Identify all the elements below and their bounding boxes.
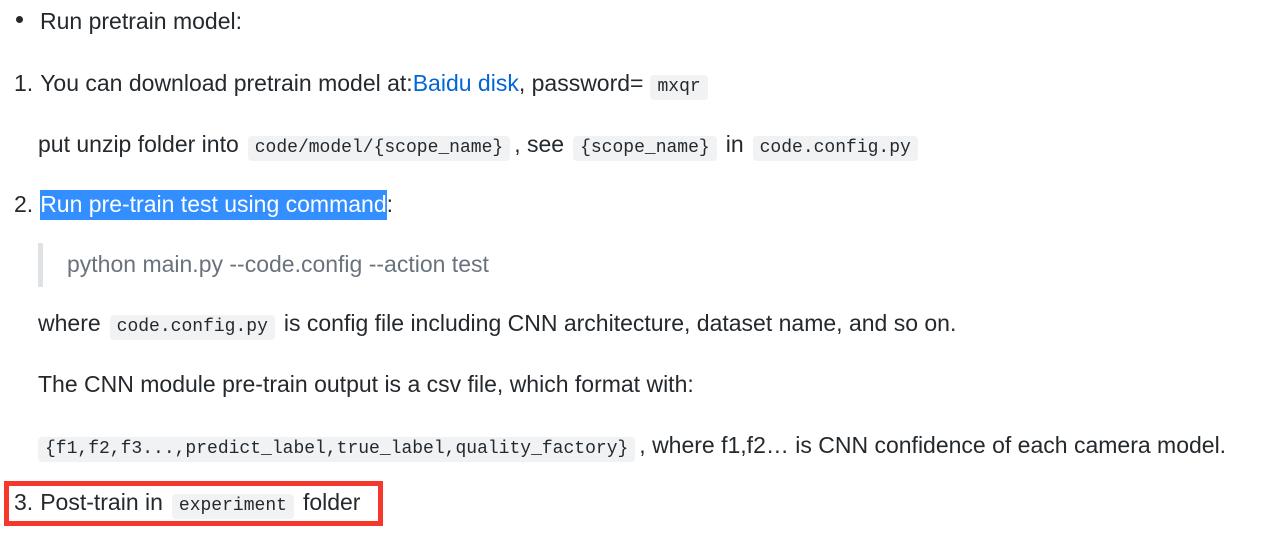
- blockquote-command-text: python main.py --code.config --action te…: [67, 251, 489, 277]
- where-text-part-1: where: [38, 310, 101, 336]
- code-badge-experiment: experiment: [171, 494, 294, 519]
- blockquote-command: python main.py --code.config --action te…: [38, 243, 489, 287]
- ordered-list-item-1: 1. You can download pretrain model at: B…: [14, 70, 708, 100]
- unzip-text-part-2: , see: [514, 131, 565, 157]
- baidu-disk-link[interactable]: Baidu disk: [412, 70, 519, 96]
- step-1-lead-text: You can download pretrain model at:: [40, 70, 413, 96]
- ordered-list-item-2: 2. Run pre-train test using command :: [14, 190, 393, 220]
- step-3-before-code: Post-train in: [40, 489, 163, 515]
- paragraph-csv-output: The CNN module pre-train output is a csv…: [38, 371, 694, 398]
- code-badge-model-path: code/model/{scope_name}: [247, 136, 511, 161]
- paragraph-csv-format: {f1,f2,f3...,predict_label,true_label,qu…: [38, 432, 1226, 462]
- list-number-3: 3.: [14, 489, 34, 515]
- step-1-after-link-text: , password=: [518, 70, 644, 96]
- code-badge-scope-name: {scope_name}: [573, 136, 717, 161]
- list-number-2: 2.: [14, 191, 34, 217]
- paragraph-unzip-instruction: put unzip folder into code/model/{scope_…: [38, 131, 918, 161]
- bullet-list-item: Run pretrain model:: [16, 8, 242, 35]
- code-badge-csv-format: {f1,f2,f3...,predict_label,true_label,qu…: [38, 437, 636, 462]
- csv-text-part-2: , where f1,f2… is CNN confidence of each…: [639, 432, 1227, 458]
- bullet-dot-icon: [16, 16, 23, 23]
- paragraph-config-description: where code.config.py is config file incl…: [38, 310, 956, 340]
- unzip-text-part-3: in: [725, 131, 744, 157]
- blockquote-bar: [38, 243, 43, 287]
- step-3-after-code: folder: [302, 489, 361, 515]
- where-text-part-2: is config file including CNN architectur…: [283, 310, 957, 336]
- unzip-text-part-1: put unzip folder into: [38, 131, 239, 157]
- code-badge-config-py: code.config.py: [752, 136, 918, 161]
- step-2-trailing-colon: :: [386, 191, 394, 217]
- bullet-item-label: Run pretrain model:: [40, 8, 242, 34]
- ordered-list-item-3: 3. Post-train in experiment folder: [14, 489, 360, 519]
- selected-text-highlight[interactable]: Run pre-train test using command: [40, 190, 387, 220]
- code-badge-config-file: code.config.py: [109, 315, 275, 340]
- list-number-1: 1.: [14, 70, 34, 96]
- output-text: The CNN module pre-train output is a csv…: [38, 371, 694, 397]
- password-code-badge: mxqr: [650, 75, 708, 100]
